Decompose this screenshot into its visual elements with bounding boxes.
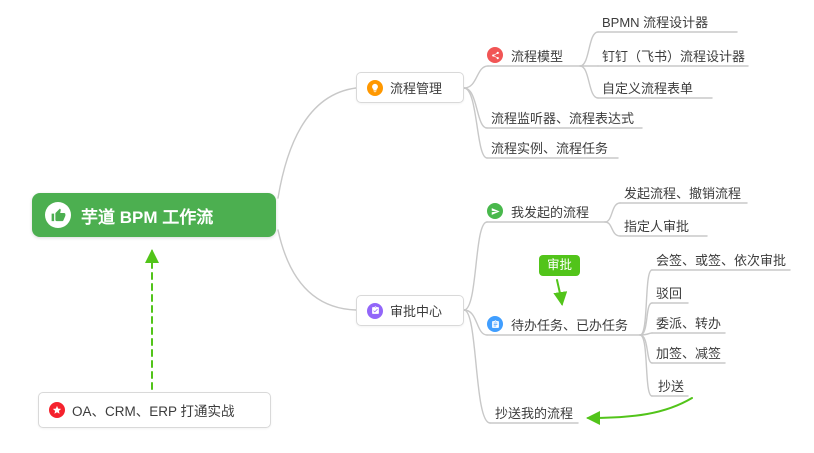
node-label: 会签、或签、依次审批 <box>656 252 787 268</box>
lightbulb-icon <box>367 79 383 96</box>
node-process-listener[interactable]: 流程监听器、流程表达式 <box>489 108 634 126</box>
node-label: 抄送 <box>658 378 685 394</box>
node-label: 待办任务、已办任务 <box>511 317 629 333</box>
node-bpmn-designer[interactable]: BPMN 流程设计器 <box>600 12 708 30</box>
node-label: 流程监听器、流程表达式 <box>491 110 635 126</box>
root-node[interactable]: 芋道 BPM 工作流 <box>32 193 276 237</box>
node-delegate[interactable]: 委派、转办 <box>654 313 721 331</box>
node-custom-form[interactable]: 自定义流程表单 <box>600 78 693 96</box>
node-label: 审批中心 <box>390 304 443 319</box>
node-label: OA、CRM、ERP 打通实战 <box>72 404 235 419</box>
node-label: 流程实例、流程任务 <box>491 140 609 156</box>
star-icon <box>49 402 65 418</box>
node-assigned-approver[interactable]: 指定人审批 <box>622 216 689 234</box>
node-label: 流程管理 <box>390 81 443 96</box>
node-cc-my-process[interactable]: 抄送我的流程 <box>493 403 573 421</box>
node-reject[interactable]: 驳回 <box>654 283 682 301</box>
node-label: 抄送我的流程 <box>495 405 574 421</box>
node-process-management[interactable]: 流程管理 <box>356 72 464 103</box>
node-oa-crm-erp[interactable]: OA、CRM、ERP 打通实战 <box>38 392 271 428</box>
node-label: 流程模型 <box>511 48 564 64</box>
root-label: 芋道 BPM 工作流 <box>81 207 214 227</box>
node-dingtalk-designer[interactable]: 钉钉（飞书）流程设计器 <box>600 46 745 64</box>
clipboard-check-icon <box>367 302 383 319</box>
send-icon <box>487 203 503 219</box>
node-cc[interactable]: 抄送 <box>656 376 684 394</box>
node-label: 自定义流程表单 <box>602 80 694 96</box>
node-label: 发起流程、撤销流程 <box>624 185 742 201</box>
node-label: 我发起的流程 <box>511 204 590 220</box>
node-my-initiated[interactable]: 我发起的流程 <box>487 202 589 220</box>
node-label: 加签、减签 <box>656 345 722 361</box>
node-label: BPMN 流程设计器 <box>602 14 709 30</box>
node-process-instance[interactable]: 流程实例、流程任务 <box>489 138 608 156</box>
node-label: 指定人审批 <box>624 218 690 234</box>
approval-badge[interactable]: 审批 <box>539 255 581 276</box>
checklist-icon <box>487 316 503 332</box>
node-initiate-revoke[interactable]: 发起流程、撤销流程 <box>622 183 741 201</box>
node-todo-done[interactable]: 待办任务、已办任务 <box>487 315 628 333</box>
node-add-sign[interactable]: 加签、减签 <box>654 343 721 361</box>
node-label: 驳回 <box>656 285 683 301</box>
node-countersign[interactable]: 会签、或签、依次审批 <box>654 250 786 268</box>
thumbs-up-icon <box>45 202 71 228</box>
node-label: 钉钉（飞书）流程设计器 <box>602 48 746 64</box>
flowchart-icon <box>487 47 503 63</box>
node-process-model[interactable]: 流程模型 <box>487 46 563 64</box>
node-approval-center[interactable]: 审批中心 <box>356 295 464 326</box>
node-label: 委派、转办 <box>656 315 722 331</box>
